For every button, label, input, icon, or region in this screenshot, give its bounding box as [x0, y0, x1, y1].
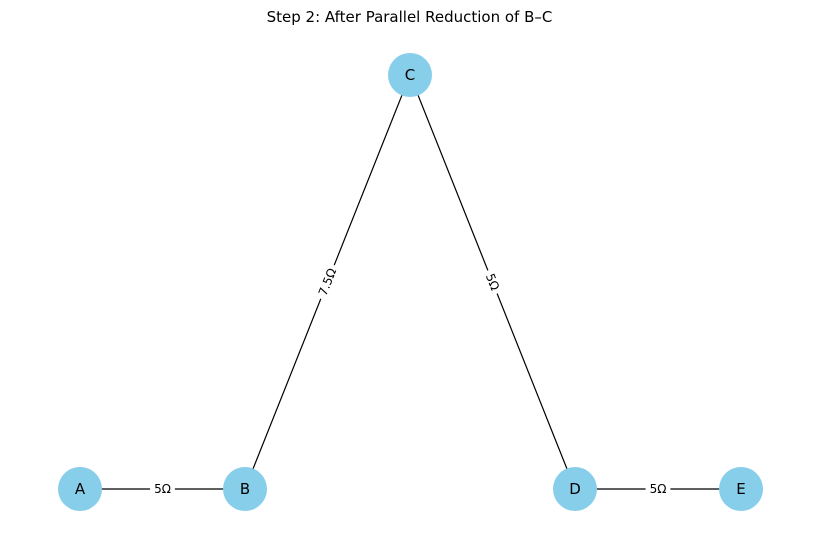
- node-label-c: C: [405, 66, 415, 84]
- edge-label-background: [313, 262, 342, 302]
- node-circle-e: [719, 467, 763, 511]
- edge-label-background: [480, 267, 505, 297]
- node-circle-b: [223, 467, 267, 511]
- node-a: A: [58, 467, 102, 511]
- node-b: B: [223, 467, 267, 511]
- node-d: D: [553, 467, 597, 511]
- node-label-e: E: [736, 480, 745, 498]
- node-circle-a: [58, 467, 102, 511]
- edge-label-group-b-c: 7.5Ω: [313, 262, 342, 302]
- node-label-d: D: [569, 480, 581, 498]
- edge-label-group-d-e: 5Ω: [645, 481, 671, 497]
- edges-layer: [80, 74, 741, 490]
- node-circle-d: [553, 467, 597, 511]
- node-label-b: B: [240, 480, 250, 498]
- node-label-a: A: [75, 480, 86, 498]
- node-e: E: [719, 467, 763, 511]
- edge-labels-layer: 5Ω 7.5Ω 5Ω 5Ω: [150, 262, 671, 497]
- nodes-layer: A B C D E: [58, 53, 763, 511]
- edge-label-group-c-d: 5Ω: [480, 267, 505, 297]
- node-circle-c: [388, 53, 432, 97]
- node-c: C: [388, 53, 432, 97]
- edge-label-background: [150, 481, 175, 497]
- edge-label-a-b: 5Ω: [154, 482, 171, 496]
- edge-label-c-d: 5Ω: [483, 272, 502, 293]
- edge-label-background: [645, 481, 671, 497]
- diagram-title: Step 2: After Parallel Reduction of B–C: [266, 8, 553, 26]
- edge-label-d-e: 5Ω: [650, 482, 667, 496]
- edge-label-group-a-b: 5Ω: [150, 481, 175, 497]
